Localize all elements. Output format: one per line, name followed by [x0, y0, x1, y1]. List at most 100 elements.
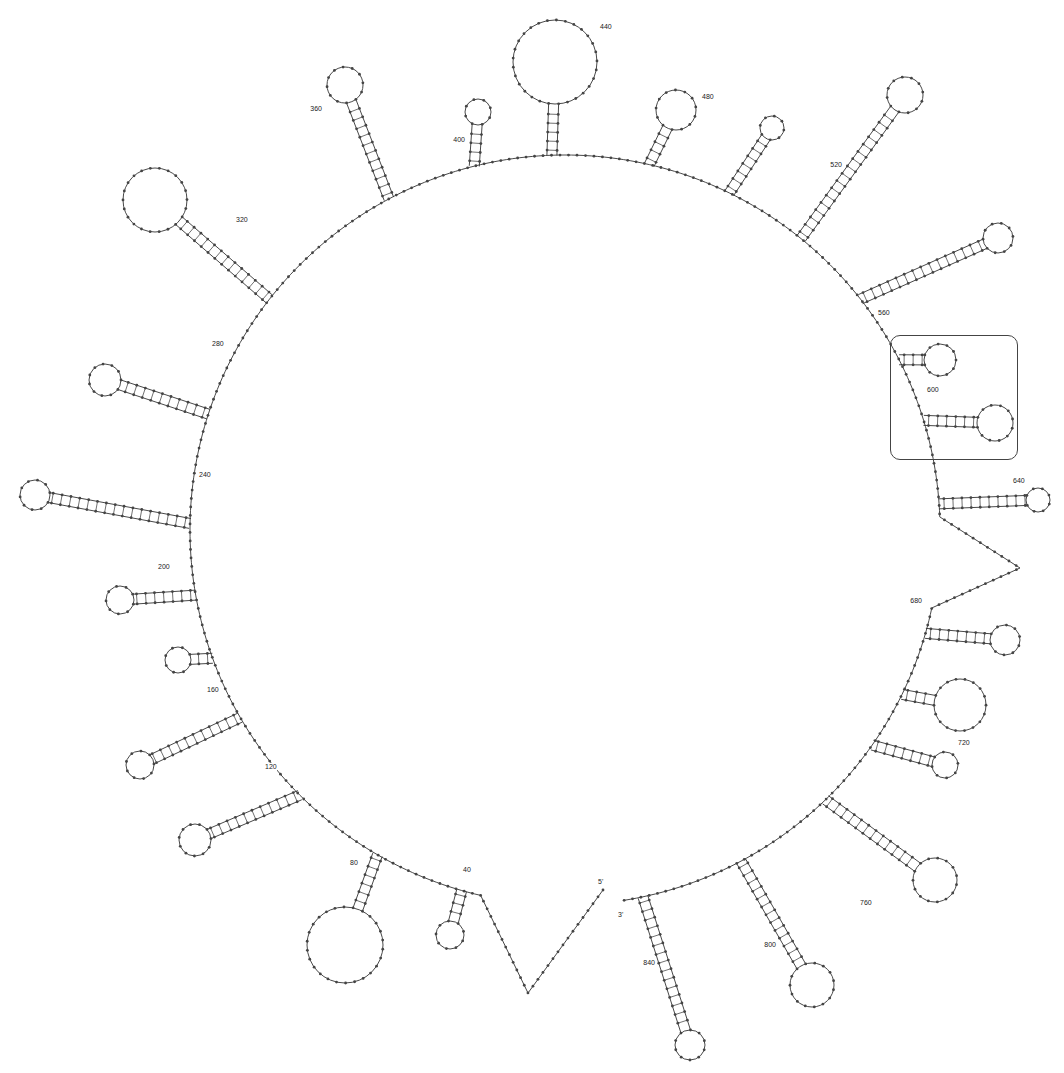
- position-number: 360: [310, 105, 322, 113]
- nucleotide: [423, 876, 426, 879]
- nucleotide: [315, 809, 318, 812]
- nucleotide: [982, 642, 985, 645]
- nucleotide: [61, 493, 64, 496]
- nucleotide: [193, 855, 196, 858]
- nucleotide: [368, 132, 371, 135]
- base-pair: [879, 122, 887, 128]
- nucleotide: [130, 516, 133, 519]
- stem-strand: [923, 425, 977, 427]
- base-pair: [915, 692, 917, 702]
- nucleotide: [78, 497, 81, 500]
- base-pair: [645, 917, 655, 920]
- nucleotide: [741, 162, 744, 165]
- stem-loop: [939, 488, 1050, 512]
- nucleotide: [358, 136, 361, 139]
- nucleotide: [890, 289, 893, 292]
- nucleotide: [361, 910, 364, 913]
- base-pair: [945, 256, 949, 265]
- nucleotide: [370, 885, 373, 888]
- nucleotide: [851, 157, 854, 160]
- nucleotide: [720, 869, 723, 872]
- base-pair: [470, 160, 480, 162]
- nucleotide: [562, 944, 565, 947]
- base-pair: [879, 285, 883, 294]
- nucleotide: [1014, 494, 1017, 497]
- nucleotide: [550, 154, 553, 157]
- nucleotide: [935, 479, 938, 482]
- nucleotide: [964, 256, 967, 259]
- base-pair: [158, 513, 160, 523]
- base-pair: [847, 166, 855, 172]
- nucleotide: [285, 779, 288, 782]
- nucleotide: [994, 650, 997, 653]
- nucleotide: [743, 858, 746, 861]
- nucleotide: [123, 207, 126, 210]
- nucleotide: [791, 960, 794, 963]
- nucleotide: [230, 829, 233, 832]
- base-pair: [201, 239, 208, 247]
- nucleotide: [547, 964, 550, 967]
- nucleotide: [886, 743, 889, 746]
- nucleotide: [584, 154, 587, 157]
- nucleotide: [311, 251, 314, 254]
- nucleotide: [846, 808, 849, 811]
- nucleotide: [945, 415, 948, 418]
- base-pair: [667, 986, 677, 989]
- position-number: 720: [958, 739, 970, 747]
- nucleotide: [874, 739, 877, 742]
- base-pair: [943, 499, 944, 509]
- nucleotide: [184, 207, 187, 210]
- nucleotide: [969, 244, 972, 247]
- stem-strand: [362, 856, 382, 911]
- nucleotide: [271, 811, 274, 814]
- nucleotide: [158, 402, 161, 405]
- nucleotide: [956, 640, 959, 643]
- nucleotide: [593, 155, 596, 158]
- nucleotide: [227, 269, 230, 272]
- nucleotide: [981, 249, 984, 252]
- nucleotide: [969, 589, 972, 592]
- nucleotide: [765, 913, 768, 916]
- stem-strand: [745, 859, 805, 964]
- nucleotide: [891, 119, 894, 122]
- nucleotide: [688, 123, 691, 126]
- nucleotide: [641, 910, 644, 913]
- nucleotide: [832, 988, 835, 991]
- nucleotide: [208, 846, 211, 849]
- base-pair: [837, 181, 845, 187]
- nucleotide: [841, 172, 844, 175]
- nucleotide: [769, 138, 772, 141]
- nucleotide: [152, 389, 155, 392]
- base-pair: [784, 941, 793, 946]
- nucleotide: [905, 373, 908, 376]
- base-pair: [863, 825, 869, 833]
- nucleotide: [296, 800, 299, 803]
- nucleotide: [369, 915, 372, 918]
- nucleotide: [758, 850, 761, 853]
- nucleotide: [920, 752, 923, 755]
- hairpin-loop: [977, 405, 1013, 441]
- nucleotide: [946, 344, 949, 347]
- nucleotide: [989, 642, 992, 645]
- nucleotide: [260, 308, 263, 311]
- nucleotide: [1006, 505, 1009, 508]
- nucleotide: [355, 840, 358, 843]
- base-pair: [800, 232, 808, 238]
- nucleotide: [512, 66, 515, 69]
- base-pair: [841, 809, 847, 817]
- nucleotide: [683, 1010, 686, 1013]
- nucleotide: [555, 19, 558, 22]
- nucleotide: [135, 593, 138, 596]
- nucleotide: [791, 940, 794, 943]
- nucleotide: [233, 351, 236, 354]
- nucleotide: [415, 873, 418, 876]
- nucleotide: [786, 831, 789, 834]
- nucleotide: [946, 681, 949, 684]
- nucleotide: [912, 879, 915, 882]
- base-pair: [211, 828, 215, 837]
- nucleotide: [791, 993, 794, 996]
- nucleotide: [369, 849, 372, 852]
- base-pair: [832, 188, 840, 194]
- base-pair: [225, 719, 229, 728]
- nucleotide: [993, 550, 996, 553]
